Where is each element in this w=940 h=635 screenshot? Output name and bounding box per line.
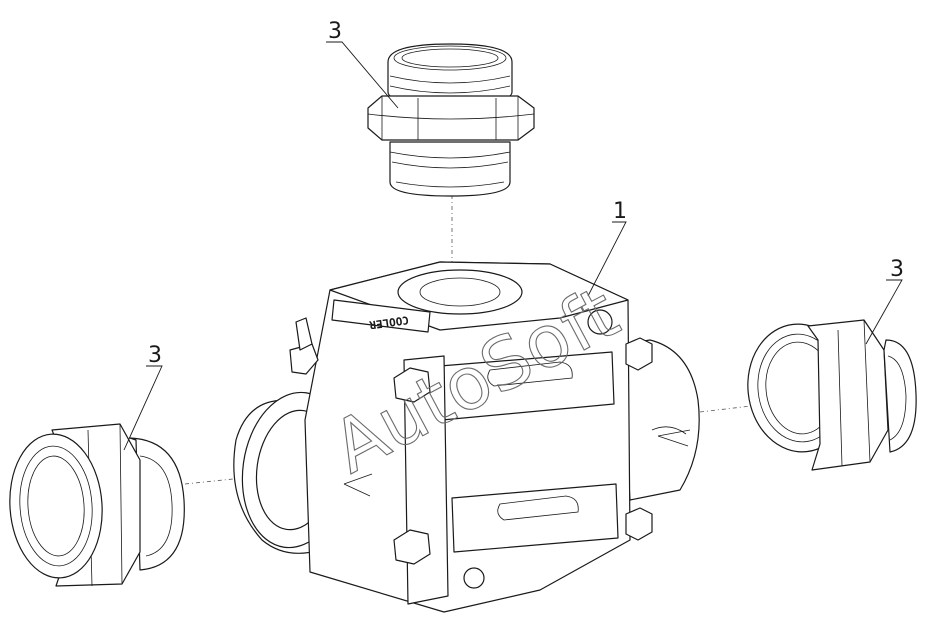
valve-body: COOLER (233, 261, 700, 613)
right-fitting (747, 319, 917, 471)
svg-text:3: 3 (890, 257, 904, 282)
svg-text:3: 3 (148, 343, 162, 368)
callout-right-fitting: 3 (865, 257, 904, 345)
svg-text:3: 3 (328, 19, 342, 44)
callout-valve-body: 1 (587, 199, 627, 297)
callout-left-fitting: 3 (123, 343, 163, 451)
top-fitting (367, 43, 535, 197)
left-fitting (9, 423, 185, 587)
callout-top-fitting: 3 (326, 19, 399, 109)
cooler-label: COOLER (368, 313, 410, 331)
svg-text:1: 1 (613, 199, 627, 224)
